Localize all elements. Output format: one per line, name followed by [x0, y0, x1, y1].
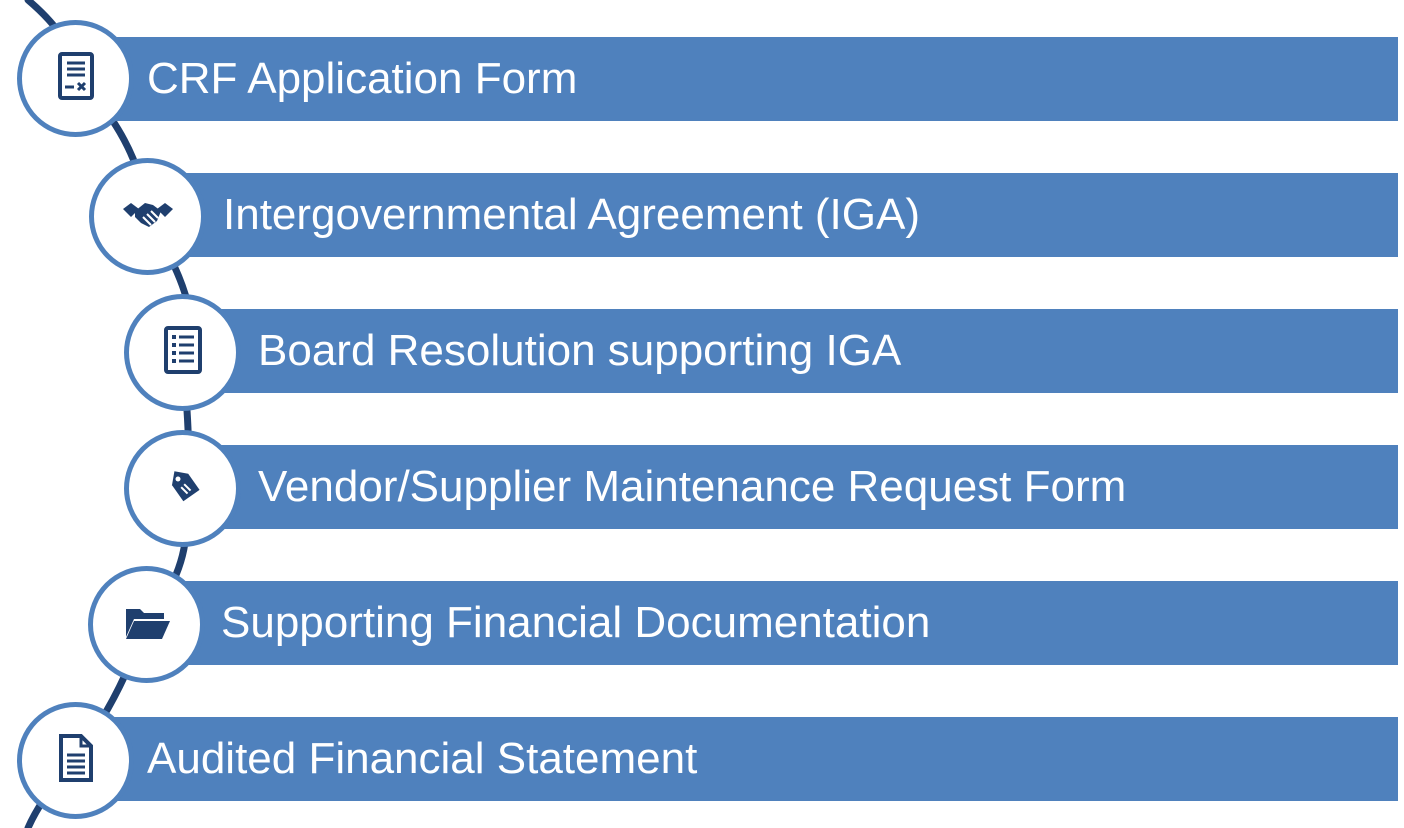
document-icon [49, 731, 103, 790]
step-node-3 [124, 294, 241, 411]
step-node-6 [17, 702, 134, 819]
step-bar-audited-financial-statement: Audited Financial Statement [75, 717, 1398, 801]
handshake-icon [121, 187, 175, 246]
step-label: Intergovernmental Agreement (IGA) [223, 190, 920, 239]
step-node-1 [17, 20, 134, 137]
step-bar-vendor-supplier-form: Vendor/Supplier Maintenance Request Form [184, 445, 1398, 529]
step-label: CRF Application Form [147, 54, 578, 103]
step-bar-supporting-financial-documentation: Supporting Financial Documentation [148, 581, 1398, 665]
step-bar-crf-application-form: CRF Application Form [75, 37, 1398, 121]
step-bar-board-resolution: Board Resolution supporting IGA [184, 309, 1398, 393]
step-label: Vendor/Supplier Maintenance Request Form [258, 462, 1127, 511]
step-node-5 [88, 566, 205, 683]
step-bar-intergovernmental-agreement: Intergovernmental Agreement (IGA) [148, 173, 1398, 257]
step-label: Supporting Financial Documentation [221, 598, 931, 647]
step-label: Audited Financial Statement [147, 734, 698, 783]
step-label: Board Resolution supporting IGA [258, 326, 902, 375]
checklist-icon [156, 323, 210, 382]
form-icon [49, 49, 103, 108]
step-node-2 [89, 158, 206, 275]
step-node-4 [124, 430, 241, 547]
tag-icon [156, 459, 210, 518]
folder-icon [120, 595, 174, 654]
